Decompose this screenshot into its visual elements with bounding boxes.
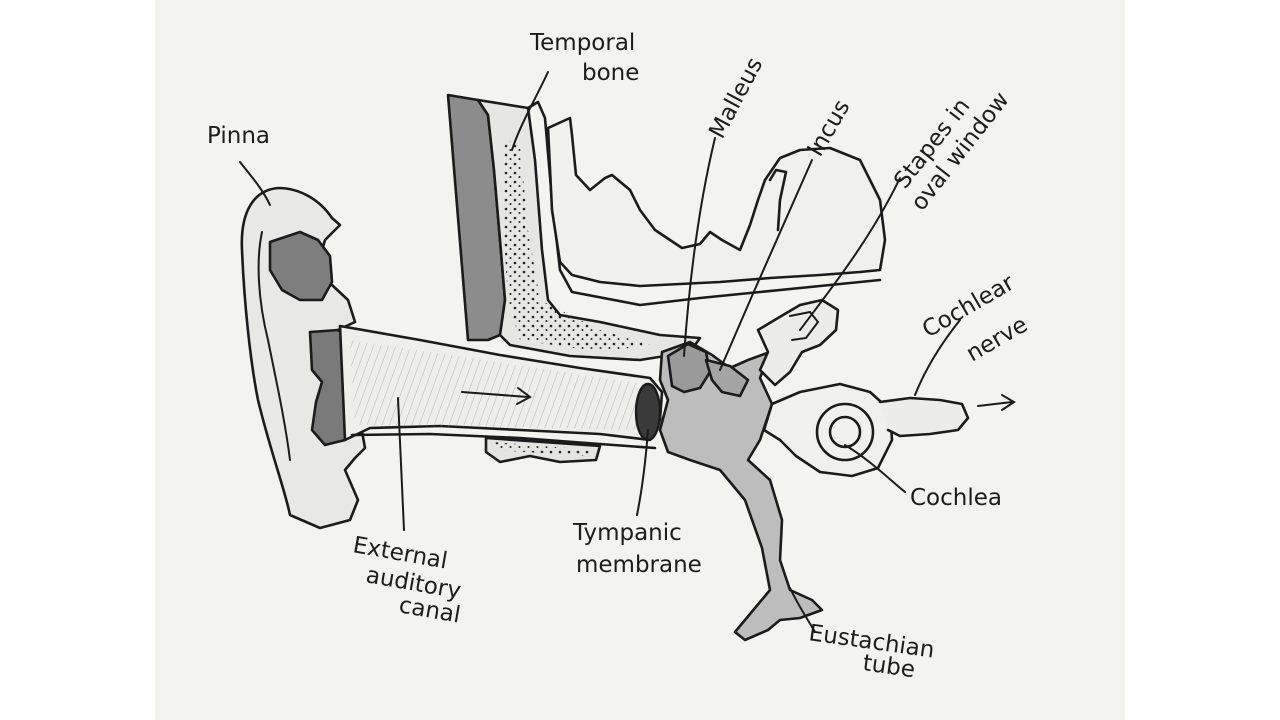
leader-incus	[719, 159, 813, 371]
canal-lower-wall	[350, 432, 657, 450]
cochlea-spiral-outer	[815, 402, 875, 462]
leader-stapes	[799, 177, 901, 331]
temporal-bone-dots	[503, 140, 650, 352]
leader-tympanic	[636, 429, 649, 516]
leader-pinna	[239, 161, 271, 206]
label-tympanic-1: Tympanic	[572, 520, 682, 546]
stapes-bone	[756, 298, 840, 387]
label-malleus: Malleus	[704, 53, 768, 142]
skull-outline	[526, 100, 882, 307]
canal-dotted-fill	[492, 442, 592, 456]
label-cochlea: Cochlea	[910, 485, 1002, 511]
leader-malleus	[683, 137, 716, 357]
pinna-helix-inner	[257, 231, 291, 461]
leader-canal	[397, 397, 405, 531]
stapes-inner	[789, 310, 820, 341]
pinna-dark-upper	[268, 230, 334, 302]
label-temporal-2: bone	[582, 60, 639, 86]
leader-cochlea	[844, 444, 906, 493]
cochlea-spiral-inner	[828, 415, 862, 449]
brain-inner-fold	[768, 168, 788, 232]
label-temporal-1: Temporal	[529, 30, 635, 56]
label-pinna: Pinna	[207, 123, 270, 149]
leader-cochlear-nerve	[914, 319, 961, 396]
canal-arrow	[461, 387, 532, 405]
ear-canal-hatch	[350, 340, 655, 430]
label-incus: Incus	[803, 96, 856, 161]
label-tympanic-2: membrane	[576, 552, 702, 578]
malleus-bone	[666, 342, 712, 394]
cochlear-nerve	[878, 396, 970, 438]
nerve-arrow	[977, 394, 1016, 411]
incus-bone	[704, 358, 750, 398]
brain-contour	[546, 116, 887, 288]
leader-eustachian	[789, 587, 816, 633]
label-cochlear-nerve-2: nerve	[962, 312, 1032, 367]
leader-temporal	[511, 71, 549, 151]
